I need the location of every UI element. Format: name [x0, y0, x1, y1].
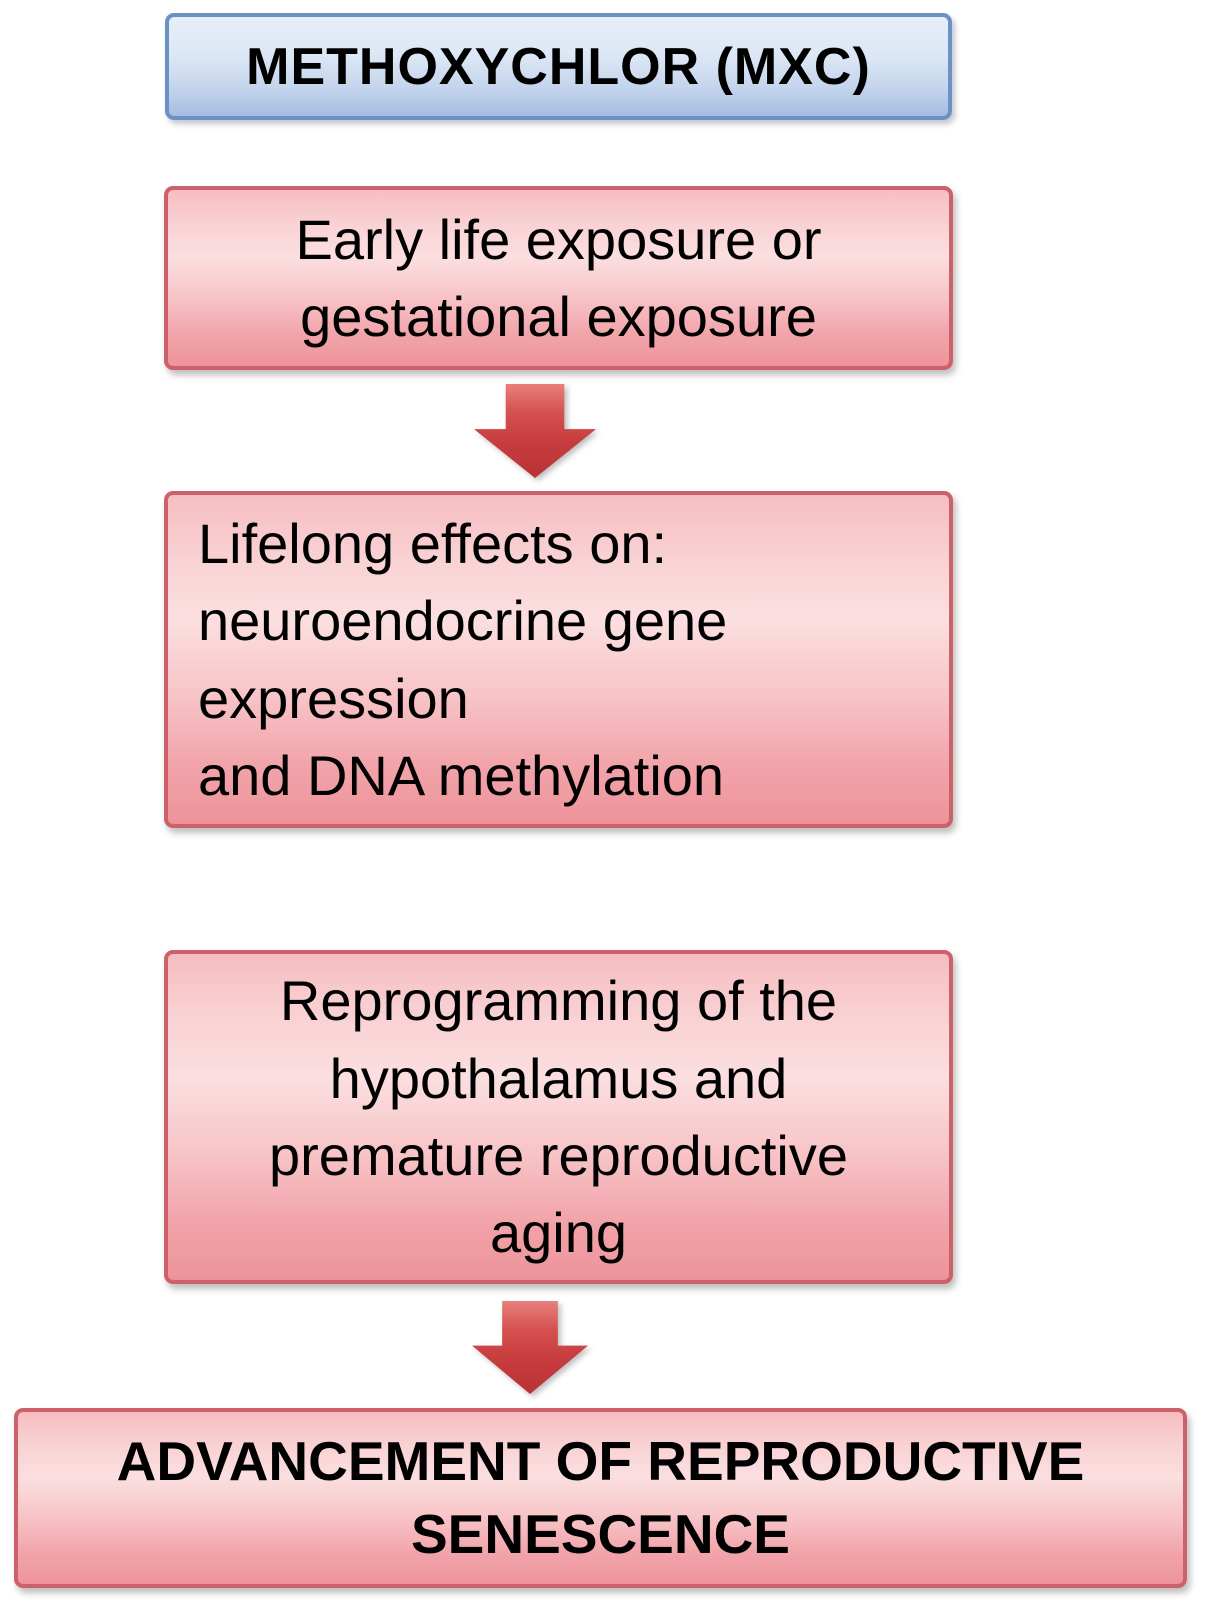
- methoxychlor-label: METHOXYCHLOR (MXC): [246, 37, 871, 96]
- down-arrow-icon: [474, 384, 596, 478]
- down-arrow-shape: [474, 384, 596, 478]
- effects-line-2: neuroendocrine gene: [198, 589, 728, 653]
- flow-box-effects: Lifelong effects on: neuroendocrine gene…: [164, 491, 953, 828]
- exposure-line-2: gestational exposure: [300, 285, 817, 348]
- down-arrow-shape: [472, 1301, 588, 1394]
- exposure-line-1: Early life exposure or: [295, 207, 822, 271]
- flow-box-methoxychlor: METHOXYCHLOR (MXC): [165, 13, 952, 120]
- reprogramming-line-3: premature reproductive: [269, 1124, 848, 1187]
- reprogramming-line-1: Reprogramming of the: [279, 969, 838, 1033]
- reprogramming-line-4: aging: [489, 1201, 628, 1265]
- flow-box-reprogramming: Reprogramming of the hypothalamus and pr…: [164, 950, 953, 1284]
- effects-line-3: expression: [198, 666, 469, 730]
- down-arrow-icon: [472, 1301, 588, 1394]
- flow-box-outcome: ADVANCEMENT OF REPRODUCTIVE SENESCENCE: [14, 1408, 1187, 1588]
- reprogramming-line-2: hypothalamus and: [329, 1046, 788, 1110]
- effects-line-4: and DNA methylation: [198, 743, 725, 807]
- outcome-line-2: SENESCENCE: [411, 1503, 790, 1565]
- outcome-line-1: ADVANCEMENT OF REPRODUCTIVE: [116, 1430, 1085, 1493]
- effects-line-1: Lifelong effects on:: [198, 511, 668, 575]
- flow-box-exposure: Early life exposure or gestational expos…: [164, 186, 953, 370]
